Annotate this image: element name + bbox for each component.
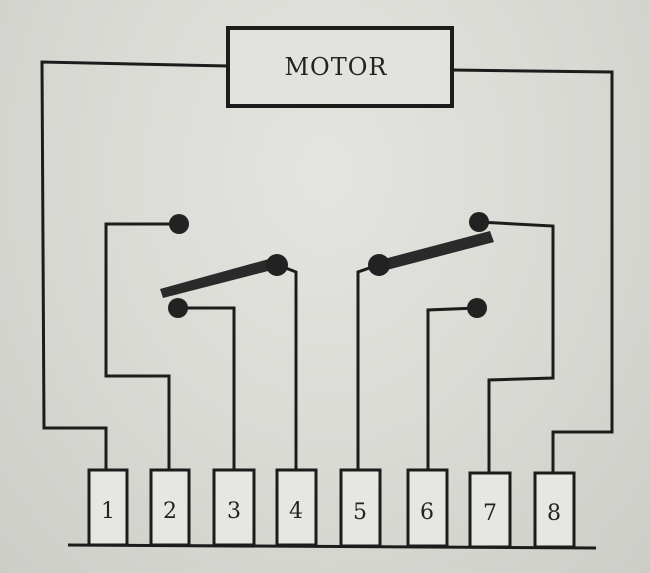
terminal-6-label: 6	[420, 500, 434, 525]
right-upper-contact	[469, 212, 489, 232]
terminal-2	[149, 468, 191, 547]
terminal-6	[406, 468, 449, 548]
wire-terminal-5	[356, 263, 379, 470]
wire-motor-to-terminal-1	[40, 60, 229, 470]
left-pivot-contact	[266, 254, 288, 276]
terminal-strip	[87, 468, 576, 549]
terminal-8-label: 8	[547, 501, 561, 526]
right-switch-blade	[380, 231, 494, 271]
left-switch-blade	[160, 257, 280, 298]
terminal-7	[468, 471, 512, 549]
terminal-5-label: 5	[353, 500, 367, 525]
terminal-3-label: 3	[227, 499, 241, 524]
terminal-7-label: 7	[483, 501, 497, 526]
wire-terminal-6	[426, 306, 478, 470]
left-lower-contact	[168, 298, 188, 318]
terminal-4	[275, 468, 318, 547]
terminal-baseline	[67, 543, 597, 550]
right-pivot-contact	[368, 254, 390, 276]
motor-label: MOTOR	[284, 53, 387, 81]
terminal-1	[87, 468, 129, 547]
wire-terminal-3	[179, 306, 236, 470]
terminal-3	[212, 468, 256, 547]
right-lower-contact	[467, 298, 487, 318]
terminal-5	[339, 468, 382, 548]
terminal-2-label: 2	[163, 499, 177, 524]
wire-terminal-7	[478, 220, 555, 473]
terminal-8	[533, 471, 576, 549]
wire-motor-to-terminal-8	[451, 68, 614, 473]
left-upper-contact	[169, 214, 189, 234]
wire-terminal-2	[104, 222, 179, 470]
terminal-4-label: 4	[289, 499, 303, 524]
terminal-1-label: 1	[101, 499, 115, 524]
motor-box	[226, 26, 454, 108]
wire-terminal-4	[277, 263, 298, 470]
